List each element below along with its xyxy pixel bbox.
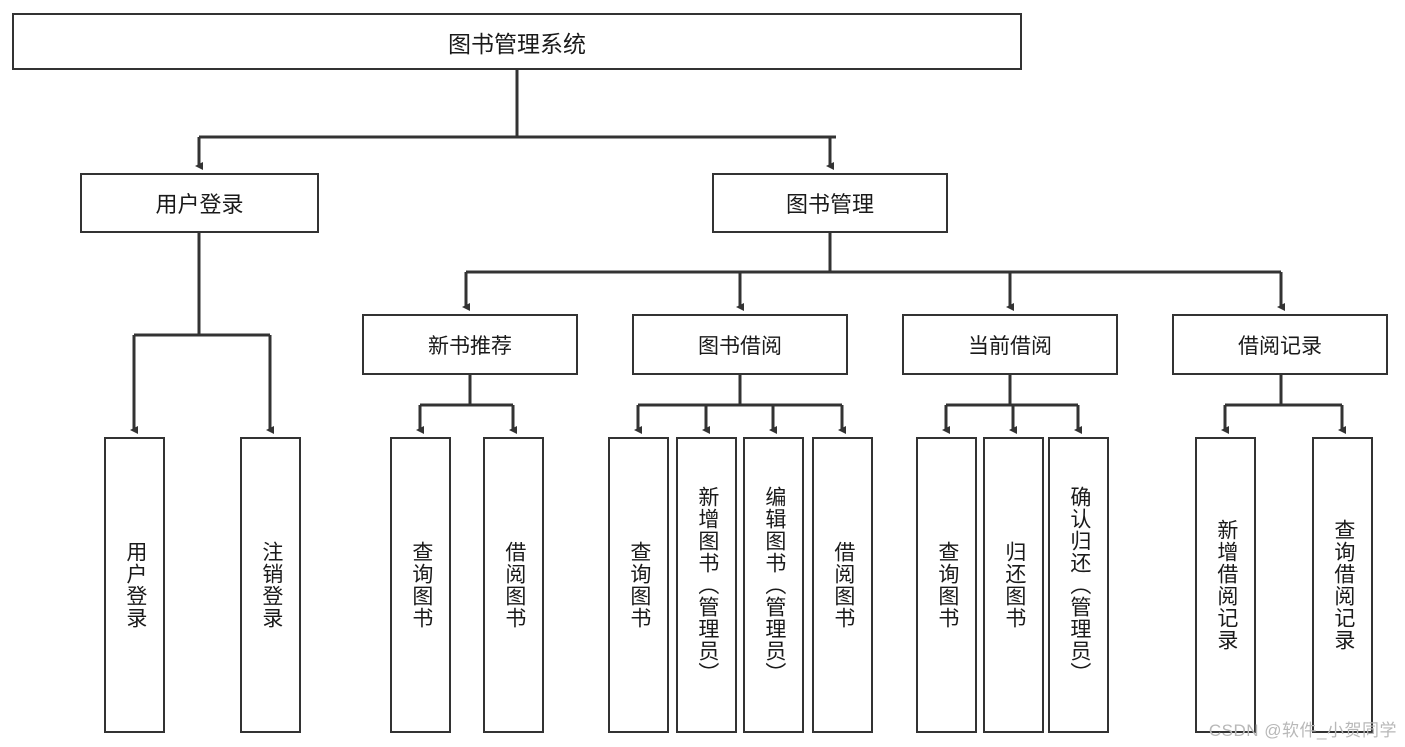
node-book-management-label: 图书管理 — [785, 192, 874, 217]
leaf-new-book-recommend-1-label: 借阅图书 — [502, 541, 526, 629]
leaf-user-login-1-label: 注销登录 — [259, 541, 283, 629]
leaf-borrow-record-1-label: 查询借阅记录 — [1331, 519, 1355, 651]
leaf-book-borrow-2-label: 编辑图书（管理员） — [762, 486, 786, 684]
node-current-borrow-label: 当前借阅 — [968, 334, 1052, 358]
leaf-book-borrow-1: 新增图书（管理员） — [676, 437, 737, 733]
leaf-new-book-recommend-1: 借阅图书 — [483, 437, 544, 733]
node-book-borrow-label: 图书借阅 — [698, 334, 782, 358]
leaf-borrow-record-0: 新增借阅记录 — [1195, 437, 1256, 733]
watermark: CSDN @软件_小贺同学 — [1208, 721, 1397, 740]
leaf-new-book-recommend-0-label: 查询图书 — [409, 541, 433, 629]
leaf-current-borrow-2-label: 确认归还（管理员） — [1067, 486, 1091, 684]
leaf-current-borrow-1: 归还图书 — [983, 437, 1044, 733]
node-borrow-record-label: 借阅记录 — [1238, 334, 1322, 358]
node-new-book-recommend: 新书推荐 — [362, 314, 578, 375]
leaf-book-borrow-0: 查询图书 — [608, 437, 669, 733]
node-new-book-recommend-label: 新书推荐 — [428, 334, 512, 358]
leaf-current-borrow-2: 确认归还（管理员） — [1048, 437, 1109, 733]
leaf-current-borrow-1-label: 归还图书 — [1002, 541, 1026, 629]
leaf-book-borrow-3: 借阅图书 — [812, 437, 873, 733]
leaf-book-borrow-2: 编辑图书（管理员） — [743, 437, 804, 733]
leaf-book-borrow-0-label: 查询图书 — [627, 541, 651, 629]
leaf-book-borrow-1-label: 新增图书（管理员） — [695, 486, 719, 684]
node-user-login: 用户登录 — [80, 173, 319, 233]
node-borrow-record: 借阅记录 — [1172, 314, 1388, 375]
leaf-book-borrow-3-label: 借阅图书 — [831, 541, 855, 629]
node-current-borrow: 当前借阅 — [902, 314, 1118, 375]
node-book-borrow: 图书借阅 — [632, 314, 848, 375]
leaf-user-login-0-label: 用户登录 — [123, 541, 147, 629]
leaf-user-login-1: 注销登录 — [240, 437, 301, 733]
leaf-user-login-0: 用户登录 — [104, 437, 165, 733]
node-book-management: 图书管理 — [712, 173, 948, 233]
node-user-login-label: 用户登录 — [155, 192, 244, 217]
leaf-borrow-record-1: 查询借阅记录 — [1312, 437, 1373, 733]
node-root-label: 图书管理系统 — [448, 30, 586, 57]
leaf-current-borrow-0: 查询图书 — [916, 437, 977, 733]
leaf-borrow-record-0-label: 新增借阅记录 — [1214, 519, 1238, 651]
leaf-new-book-recommend-0: 查询图书 — [390, 437, 451, 733]
leaf-current-borrow-0-label: 查询图书 — [935, 541, 959, 629]
node-root: 图书管理系统 — [12, 13, 1022, 70]
